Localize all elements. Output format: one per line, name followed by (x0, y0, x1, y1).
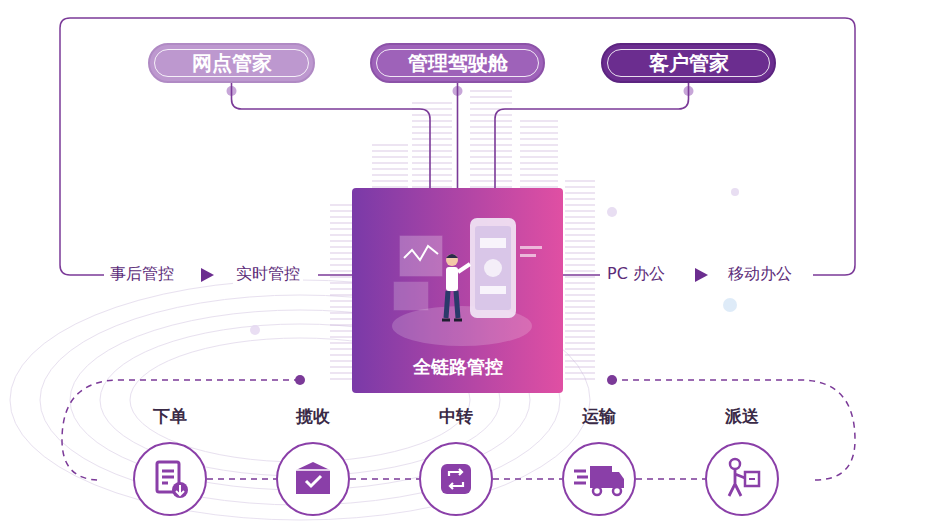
connector (493, 478, 562, 480)
mode-label: 实时管控 (233, 264, 303, 285)
connector (495, 83, 689, 188)
mode-label: 移动办公 (725, 264, 795, 285)
process-step: 揽收 (268, 405, 358, 521)
step-icon (564, 444, 634, 514)
connector (457, 83, 459, 188)
step-title: 运输 (554, 405, 644, 428)
mode-label: PC 办公 (604, 264, 668, 285)
module-pill: 管理驾驶舱 (370, 43, 545, 83)
step-circle (276, 442, 350, 516)
process-step: 中转 (411, 405, 501, 521)
process-step: 下单 (125, 405, 215, 521)
step-title: 揽收 (268, 405, 358, 428)
connector (350, 478, 419, 480)
center-panel: 全链路管控 (352, 188, 563, 393)
connector (207, 478, 276, 480)
step-icon (135, 444, 205, 514)
connector (636, 478, 705, 480)
step-circle (705, 442, 779, 516)
center-title: 全链路管控 (413, 355, 503, 379)
module-pill: 网点管家 (148, 43, 315, 83)
step-icon (421, 444, 491, 514)
step-title: 派送 (697, 405, 787, 428)
step-title: 下单 (125, 405, 215, 428)
step-circle (562, 442, 636, 516)
step-title: 中转 (411, 405, 501, 428)
module-name: 客户管家 (649, 50, 729, 77)
step-circle (419, 442, 493, 516)
step-icon (707, 444, 777, 514)
step-icon (278, 444, 348, 514)
connector (232, 83, 431, 188)
module-name: 网点管家 (192, 50, 272, 77)
process-step: 派送 (697, 405, 787, 521)
mode-label: 事后管控 (107, 264, 177, 285)
step-circle (133, 442, 207, 516)
module-pill: 客户管家 (601, 43, 776, 83)
process-step: 运输 (554, 405, 644, 521)
module-name: 管理驾驶舱 (408, 50, 508, 77)
